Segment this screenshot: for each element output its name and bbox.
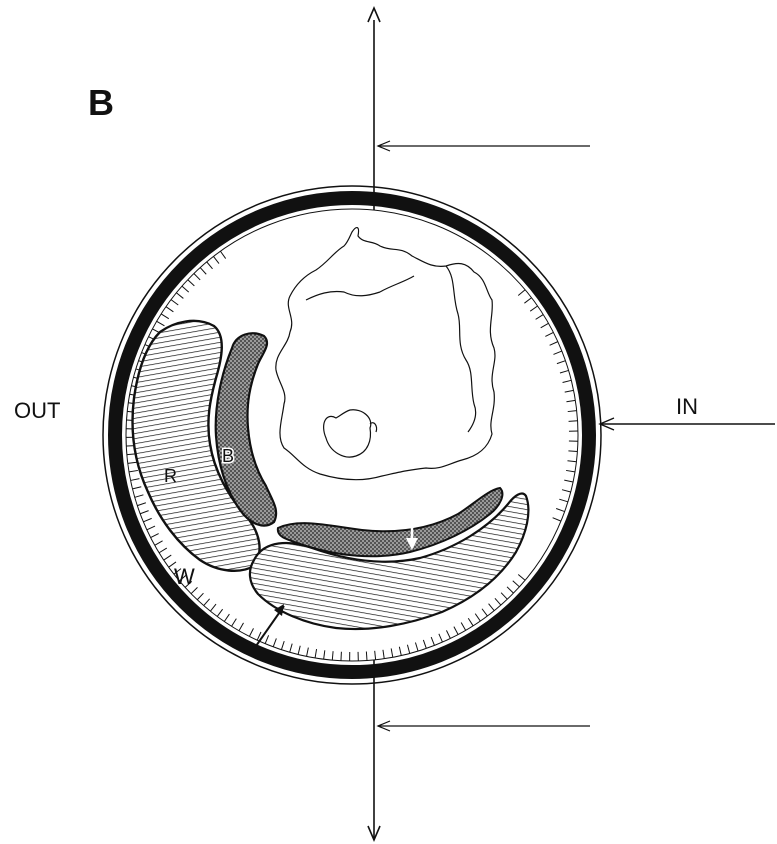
top-incoming-arrow — [378, 141, 590, 151]
in-arrow — [600, 418, 775, 430]
label-out: OUT — [14, 398, 60, 423]
label-in: IN — [676, 394, 698, 419]
panel-label: B — [88, 82, 114, 123]
zone-label-w: W — [174, 564, 195, 589]
zone-label-r: R — [164, 466, 177, 486]
bottom-incoming-arrow — [378, 721, 590, 731]
tick-mark — [568, 451, 577, 452]
zone-label-b-ink: B — [222, 446, 234, 466]
tick-mark — [569, 421, 578, 422]
tick-mark — [366, 652, 367, 661]
